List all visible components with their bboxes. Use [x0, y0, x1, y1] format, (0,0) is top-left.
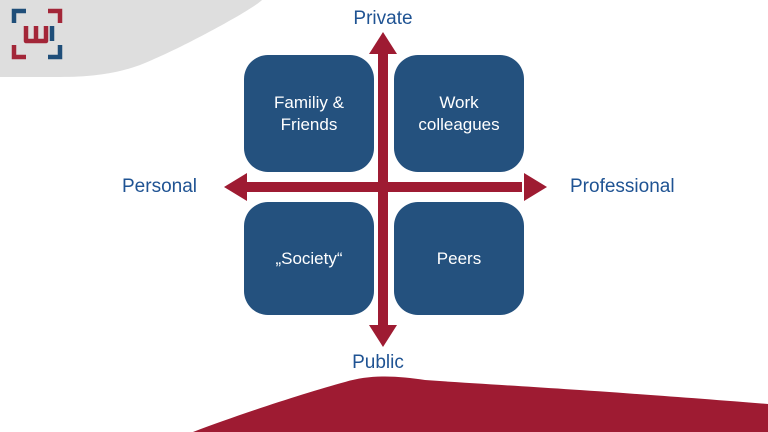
logo-bracket-top-left-icon: [11, 8, 26, 23]
quadrant-label: Peers: [436, 248, 482, 268]
quadrant-peers: Peers: [394, 202, 524, 315]
axis-label-private: Private: [353, 8, 413, 29]
vertical-axis-shaft: [378, 52, 388, 327]
quadrant-label: Work colleagues: [418, 93, 500, 134]
quadrant-label: „Society“: [275, 248, 343, 268]
axis-label-public: Public: [352, 352, 404, 373]
arrowhead-left-icon: [224, 173, 247, 201]
axis-label-personal: Personal: [122, 176, 197, 197]
logo-bracket-top-right-icon: [48, 8, 63, 23]
quadrant-label: Familiy & Friends: [274, 93, 344, 134]
axis-label-professional: Professional: [570, 176, 675, 197]
arrowhead-up-icon: [369, 32, 397, 54]
arrowhead-down-icon: [369, 325, 397, 347]
logo-w-glyph-icon: [23, 26, 49, 44]
quadrant-society: „Society“: [244, 202, 374, 315]
arrowhead-right-icon: [524, 173, 547, 201]
quadrant-work-colleagues: Work colleagues: [394, 55, 524, 172]
bottom-wave-shape: [193, 376, 768, 432]
quadrant-family-friends: Familiy & Friends: [244, 55, 374, 172]
horizontal-axis-shaft: [246, 182, 522, 192]
wi-logo: [11, 8, 63, 60]
logo-bracket-bottom-left-icon: [11, 45, 26, 60]
logo-bracket-bottom-right-icon: [48, 45, 63, 60]
